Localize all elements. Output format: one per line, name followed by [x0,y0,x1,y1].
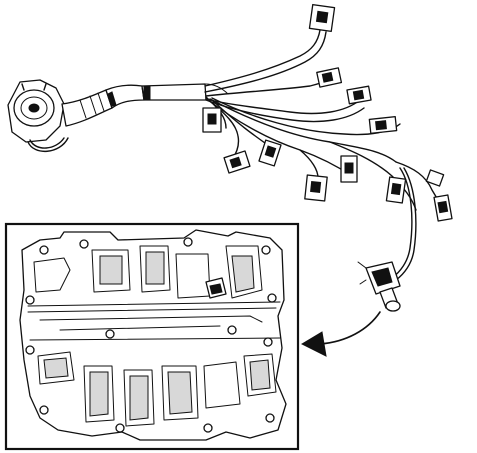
connection-arrow [300,311,381,357]
connector-mid-2 [258,139,282,167]
solenoid-plug-connector [357,261,401,312]
connector-far-right [425,169,453,222]
connector-mid-1 [223,150,251,174]
round-connector [7,79,69,152]
connector-top [308,3,336,33]
valve-body-bolts [25,237,277,433]
connector-upper-right [316,67,343,88]
harness-sleeve [61,83,229,127]
connector-mid-4 [340,155,358,183]
wiring-harness [7,3,453,312]
harness-wires [204,29,445,281]
valve-body-details [27,245,281,427]
valve-body-inset [4,222,300,451]
connector-left-drop [202,107,222,133]
connector-right-2 [368,116,398,134]
connector-mid-3 [304,174,328,202]
connector-right-3 [385,176,407,204]
connector-right-1 [346,85,372,105]
